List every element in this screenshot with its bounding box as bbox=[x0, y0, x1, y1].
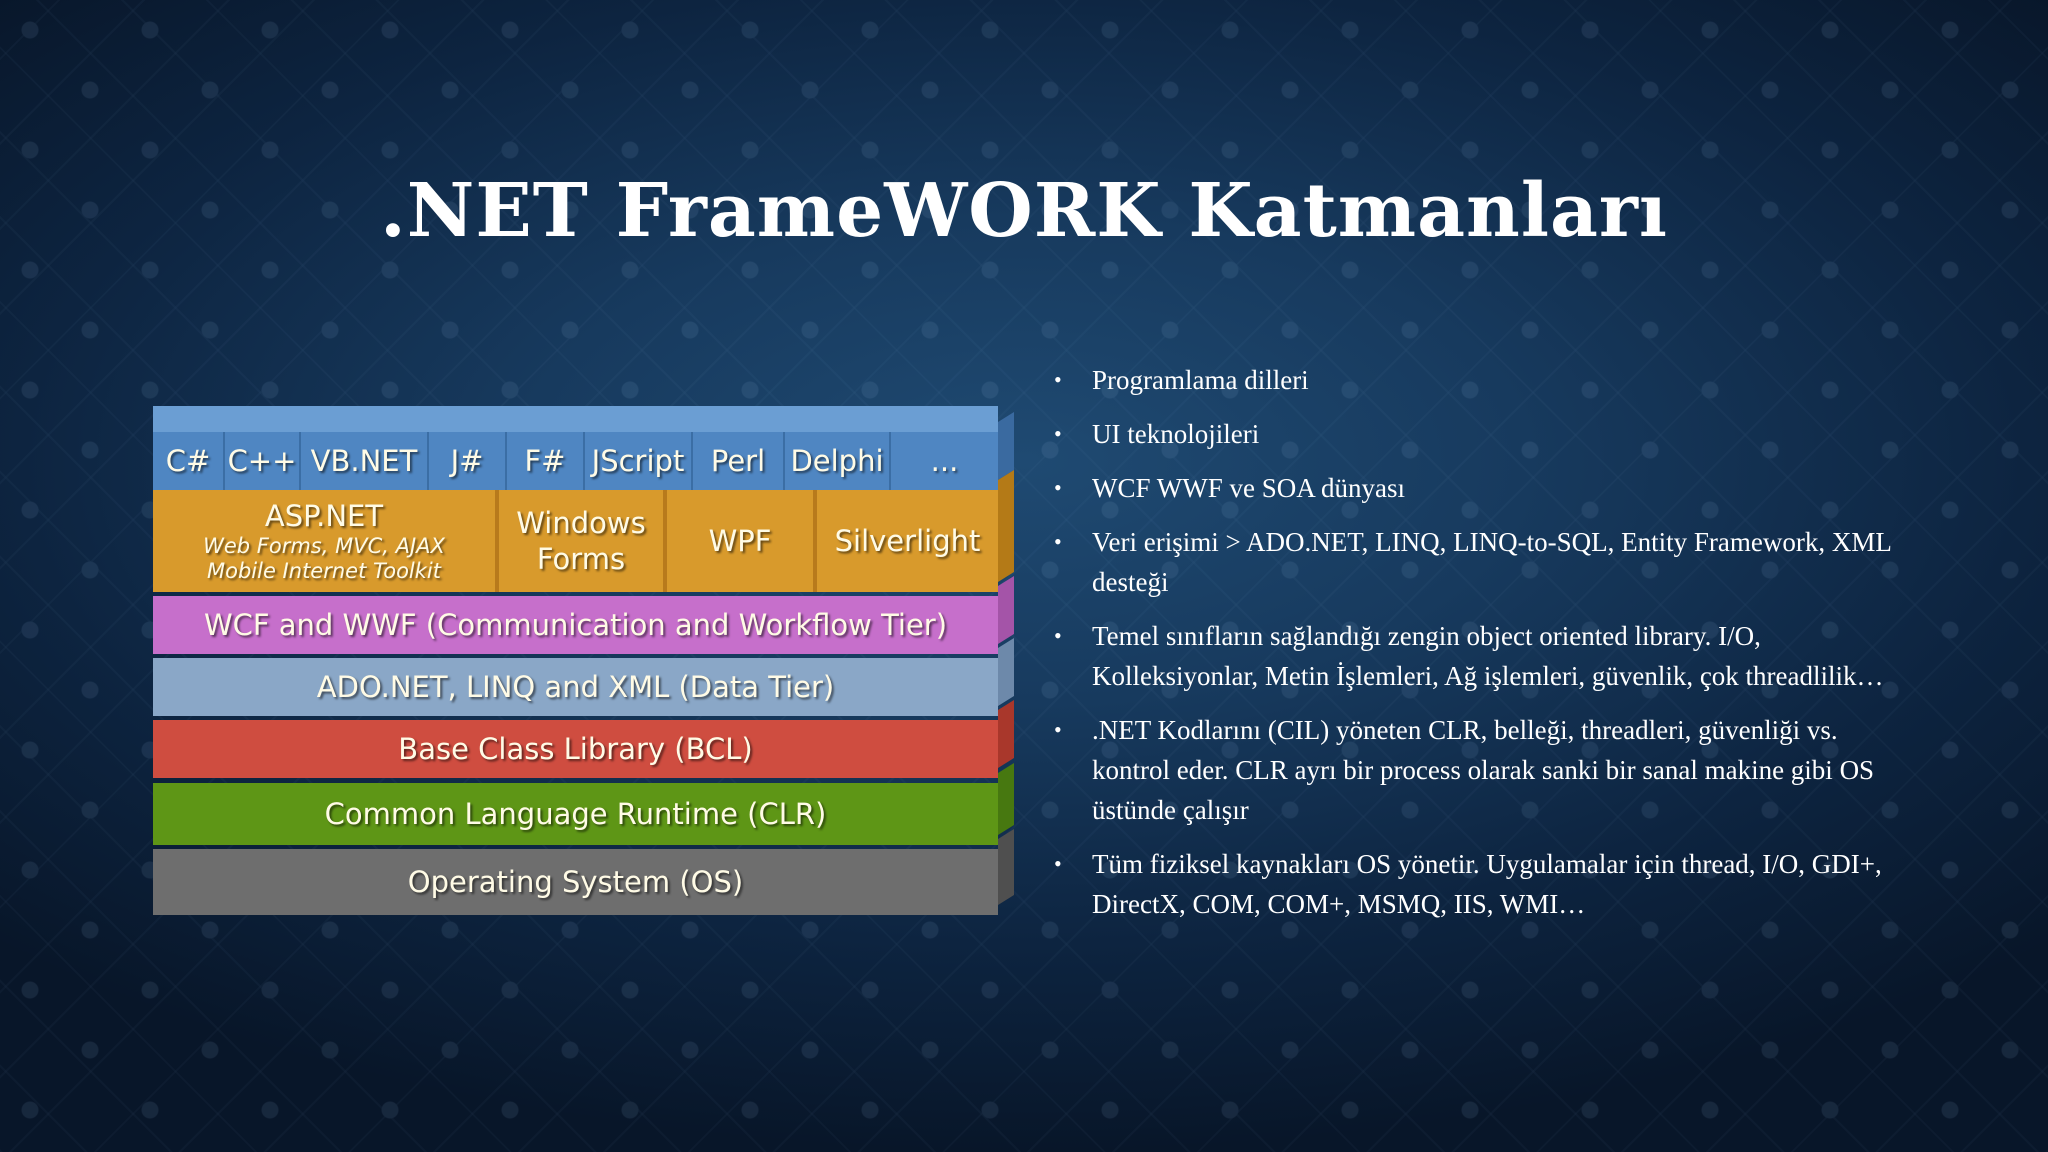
wcf-layer: WCF and WWF (Communication and Workflow … bbox=[153, 596, 998, 654]
winforms-line2: Forms bbox=[536, 542, 626, 576]
lang-cell: F# bbox=[507, 432, 585, 490]
clr-layer: Common Language Runtime (CLR) bbox=[153, 783, 998, 845]
lang-cell: C# bbox=[153, 432, 225, 490]
framework-layers-diagram: C# C++ VB.NET J# F# JScript Perl Delphi … bbox=[153, 406, 1010, 916]
bullet-text: UI teknolojileri bbox=[1092, 419, 1260, 449]
bullet-text: .NET Kodlarını (CIL) yöneten CLR, belleğ… bbox=[1092, 715, 1875, 825]
aspnet-cell: ASP.NET Web Forms, MVC, AJAX Mobile Inte… bbox=[153, 490, 499, 592]
slide-title: .NET FrameWORK Katmanları bbox=[380, 168, 1668, 254]
bullet-item: • .NET Kodlarını (CIL) yöneten CLR, belle… bbox=[1052, 710, 1892, 830]
lang-cell: VB.NET bbox=[301, 432, 429, 490]
os-layer: Operating System (OS) bbox=[153, 849, 998, 915]
aspnet-label: ASP.NET bbox=[264, 498, 384, 533]
bullet-dot-icon: • bbox=[1054, 623, 1062, 648]
lang-cell: JScript bbox=[585, 432, 693, 490]
aspnet-sub2: Mobile Internet Toolkit bbox=[207, 559, 441, 584]
lang-cell: ... bbox=[930, 444, 959, 478]
bullet-dot-icon: • bbox=[1054, 421, 1062, 446]
lang-cell: C++ bbox=[225, 432, 301, 490]
bullet-item: • Temel sınıfların sağlandığı zengin obje… bbox=[1052, 616, 1892, 696]
bullet-item: • WCF WWF ve SOA dünyası bbox=[1052, 468, 1892, 508]
winforms-cell: Windows Forms bbox=[499, 490, 667, 592]
bullet-text: Tüm fiziksel kaynakları OS yönetir. Uygu… bbox=[1092, 849, 1882, 919]
presentation-layer: ASP.NET Web Forms, MVC, AJAX Mobile Inte… bbox=[153, 490, 998, 592]
bullet-text: WCF WWF ve SOA dünyası bbox=[1092, 473, 1406, 503]
data-tier-layer: ADO.NET, LINQ and XML (Data Tier) bbox=[153, 658, 998, 716]
bullet-dot-icon: • bbox=[1054, 851, 1062, 876]
aspnet-sub1: Web Forms, MVC, AJAX bbox=[203, 533, 445, 558]
silverlight-cell: Silverlight bbox=[834, 523, 981, 558]
bullet-dot-icon: • bbox=[1054, 367, 1062, 392]
bullet-text: Temel sınıfların sağlandığı zengin objec… bbox=[1092, 621, 1884, 691]
languages-layer: C# C++ VB.NET J# F# JScript Perl Delphi … bbox=[153, 406, 998, 490]
bullet-dot-icon: • bbox=[1054, 717, 1062, 742]
bullet-text: Programlama dilleri bbox=[1092, 365, 1309, 395]
wpf-cell: WPF bbox=[667, 490, 817, 592]
bullet-dot-icon: • bbox=[1054, 475, 1062, 500]
bullet-item: • Tüm fiziksel kaynakları OS yönetir. Uyg… bbox=[1052, 844, 1892, 924]
bullet-item: • Programlama dilleri bbox=[1052, 360, 1892, 400]
winforms-line1: Windows bbox=[516, 505, 646, 540]
lang-cell: Perl bbox=[693, 432, 785, 490]
bullet-list: • Programlama dilleri • UI teknolojileri •… bbox=[1052, 360, 1892, 938]
bullet-text: Veri erişimi > ADO.NET, LINQ, LINQ-to-SQ… bbox=[1092, 527, 1891, 597]
bullet-item: • UI teknolojileri bbox=[1052, 414, 1892, 454]
lang-cell: J# bbox=[429, 432, 507, 490]
languages-layer-top bbox=[153, 406, 998, 432]
bcl-layer: Base Class Library (BCL) bbox=[153, 720, 998, 778]
bullet-item: • Veri erişimi > ADO.NET, LINQ, LINQ-to-S… bbox=[1052, 522, 1892, 602]
lang-cell: Delphi bbox=[785, 432, 891, 490]
bullet-dot-icon: • bbox=[1054, 529, 1062, 554]
